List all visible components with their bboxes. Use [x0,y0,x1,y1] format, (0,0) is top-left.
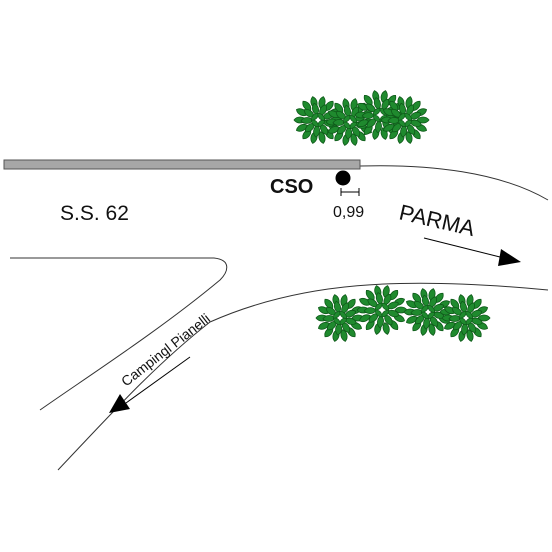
vegetation-cluster-north [293,90,430,146]
direction-parma-label: PARMA [397,200,478,242]
side-road-north-edge [10,257,228,411]
leaf-icon [477,314,491,322]
leaf-icon [382,123,395,132]
bush-icon [441,294,491,342]
bush-icon [315,294,365,342]
leaf-icon [349,114,358,123]
road-name-label: S.S. 62 [60,202,129,225]
leaf-icon [359,314,371,323]
leaf-icon [428,323,436,336]
leaf-icon [339,310,348,319]
leaf-icon [317,112,326,121]
leaf-icon [466,329,474,342]
main-road-north-edge [359,165,549,201]
leaf-icon [465,310,474,319]
leaf-icon [404,112,413,121]
leaf-icon [382,322,390,335]
distance-label: 0,99 [333,204,364,221]
station-label: CSO [270,176,313,198]
leaf-icon [340,329,348,342]
leaf-icon [443,321,456,330]
leaf-icon [405,131,413,144]
bush-icon [293,96,343,144]
station-marker-icon [335,170,351,186]
direction-parma-arrow-icon [423,237,521,266]
road-barrier [3,159,361,170]
vegetation-cluster-south [315,285,491,342]
leaf-icon [427,304,436,313]
main-road-south-edge [209,282,549,323]
leaf-icon [327,125,340,134]
leaf-icon [381,302,390,311]
leaf-icon [350,133,358,146]
leaf-icon [405,315,418,324]
leaf-icon [318,131,326,144]
direction-camping-arrow-icon [109,356,191,413]
side-road-south-edge [57,321,211,471]
leaf-icon [416,116,430,124]
bush-icon [380,96,430,144]
leaf-icon [357,119,369,128]
bush-icon [403,288,453,336]
bush-icon [356,285,408,335]
leaf-icon [295,123,308,132]
leaf-icon [317,321,330,330]
distance-scale-icon [340,188,360,196]
